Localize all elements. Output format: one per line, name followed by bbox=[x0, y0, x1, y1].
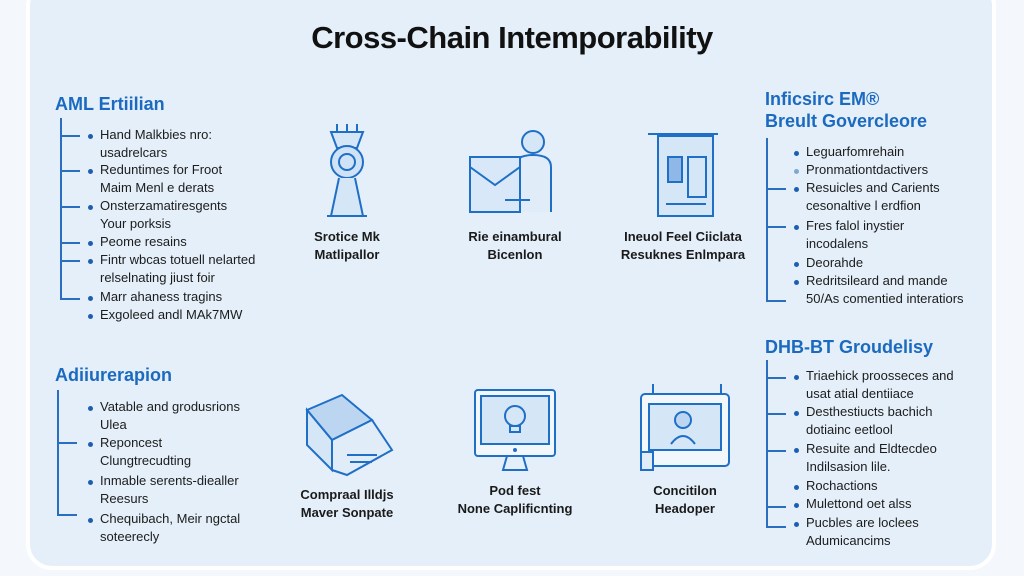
list-item: Exgoleed andl MAk7MW bbox=[88, 306, 242, 324]
list-item: Pronmationtdactivers bbox=[794, 161, 928, 179]
section-heading-governance: Inficsirc EM®Breult Govercleore bbox=[765, 89, 928, 131]
section-heading-adoption: Adiiurerapion bbox=[55, 365, 173, 385]
monitor-lightbulb-icon bbox=[474, 389, 556, 471]
package-box-icon bbox=[305, 393, 394, 477]
person-envelope-icon bbox=[469, 130, 552, 213]
list-item: Leguarfomrehain bbox=[794, 143, 904, 161]
tower-gear-icon bbox=[327, 124, 367, 217]
list-item: Rochactions bbox=[794, 477, 878, 495]
document-scroll-icon bbox=[648, 133, 718, 217]
list-item: Hand Malkbies nro:usadrelcars bbox=[88, 126, 212, 162]
section-heading-aml: AML Ertiilian bbox=[55, 94, 165, 114]
list-item: Marr ahaness tragins bbox=[88, 288, 222, 306]
list-item: Deorahde bbox=[794, 254, 863, 272]
infographic-frame bbox=[26, 0, 996, 570]
list-item: Mulettond oet alss bbox=[794, 495, 912, 513]
page-title: Cross-Chain Intemporability bbox=[311, 20, 713, 55]
section-heading-groudelisy: DHB-BT Groudelisy bbox=[765, 337, 934, 357]
screen-person-icon bbox=[640, 384, 730, 471]
list-item: Peome resains bbox=[88, 233, 187, 251]
